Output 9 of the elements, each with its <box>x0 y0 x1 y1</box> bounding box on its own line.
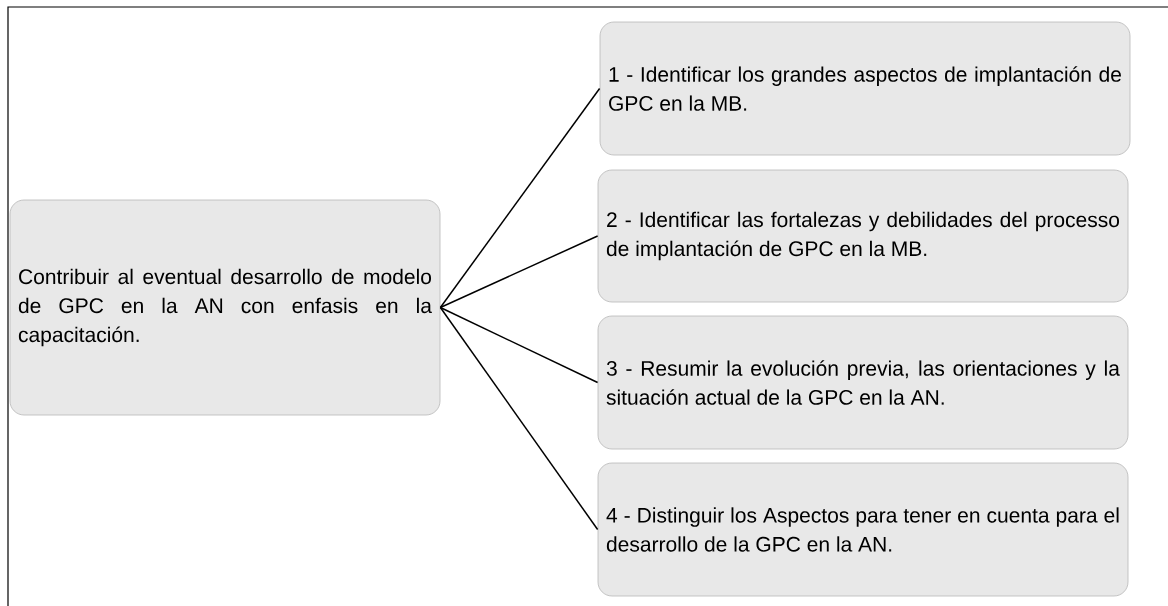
process-box: 1 - Identificar los grandes aspectos de implantación de GPC en la MB. <box>599 21 1131 156</box>
process-box: 4 - Distinguir los Aspectos para tener en cuenta para el desarrollo de la GPC en la AN. <box>597 462 1129 597</box>
process-box: Contribuir al eventual desarrollo de modelo de GPC en la AN con enfasis en la capacitación. <box>9 199 441 416</box>
connector-line <box>439 306 599 384</box>
process-box: 3 - Resumir la evolución previa, las orientaciones y la situación actual de la GPC en la AN. <box>597 315 1129 450</box>
connector-line <box>439 87 601 309</box>
connector-line <box>439 306 599 531</box>
connector-line <box>439 235 599 309</box>
process-box: 2 - Identificar las fortalezas y debilidades del processo de implantación de GPC en la MB. <box>597 169 1129 303</box>
